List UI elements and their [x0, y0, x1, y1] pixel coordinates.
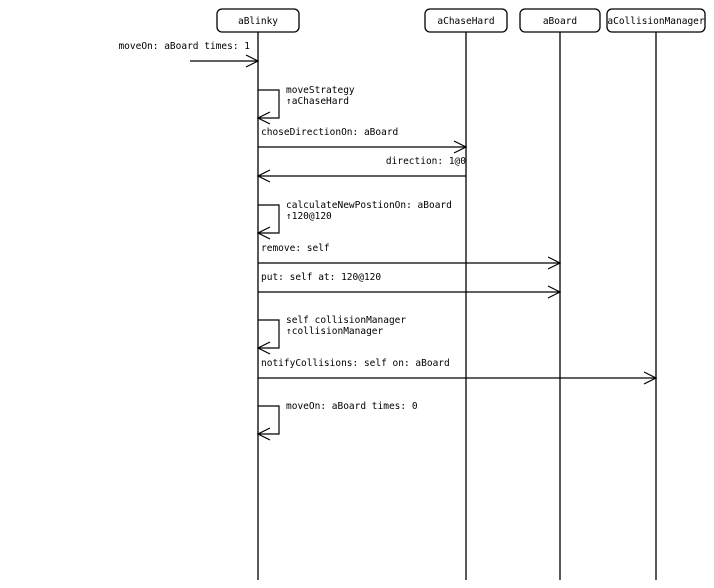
message-10-self-loop	[258, 405, 280, 435]
message-7-arrow-head	[547, 285, 562, 299]
message-2-arrow-head	[256, 111, 271, 125]
message-6-arrow-head	[547, 256, 562, 270]
message-8-self-loop	[258, 319, 280, 349]
message-2-label: moveStrategy	[286, 85, 355, 96]
participant-label-a-board: aBoard	[543, 16, 577, 27]
message-2-self-loop	[258, 89, 280, 119]
message-2-return-label: ↑aChaseHard	[286, 96, 349, 107]
message-10-label: moveOn: aBoard times: 0	[286, 401, 418, 412]
participant-label-a-blinky: aBlinky	[238, 16, 278, 27]
message-3-label: choseDirectionOn: aBoard	[261, 127, 398, 138]
message-5-arrow-head	[256, 226, 271, 240]
message-5-self-loop	[258, 204, 280, 234]
message-7-label: put: self at: 120@120	[261, 272, 381, 283]
message-10-arrow-head	[256, 427, 271, 441]
message-1-label: moveOn: aBoard times: 1	[118, 41, 250, 52]
message-9-arrow-head	[643, 371, 658, 385]
message-9-label: notifyCollisions: self on: aBoard	[261, 358, 450, 369]
message-5-label: calculateNewPostionOn: aBoard	[286, 200, 452, 211]
participant-label-a-chase-hard: aChaseHard	[437, 16, 494, 27]
participant-box-a-board	[519, 8, 601, 33]
participant-box-a-chase-hard	[424, 8, 508, 33]
message-3-arrow-head	[453, 140, 468, 154]
participant-box-a-collision-manager	[606, 8, 706, 33]
message-8-label: self collisionManager	[286, 315, 406, 326]
message-4-label: direction: 1@0	[386, 156, 466, 167]
participant-box-a-blinky	[216, 8, 300, 33]
participant-label-a-collision-manager: aCollisionManager	[607, 16, 705, 27]
message-5-return-label: ↑120@120	[286, 211, 332, 222]
message-4-arrow-head	[256, 169, 271, 183]
message-8-return-label: ↑collisionManager	[286, 326, 384, 337]
message-8-arrow-head	[256, 341, 271, 355]
message-6-label: remove: self	[261, 243, 330, 254]
message-1-arrow-head	[245, 54, 260, 68]
